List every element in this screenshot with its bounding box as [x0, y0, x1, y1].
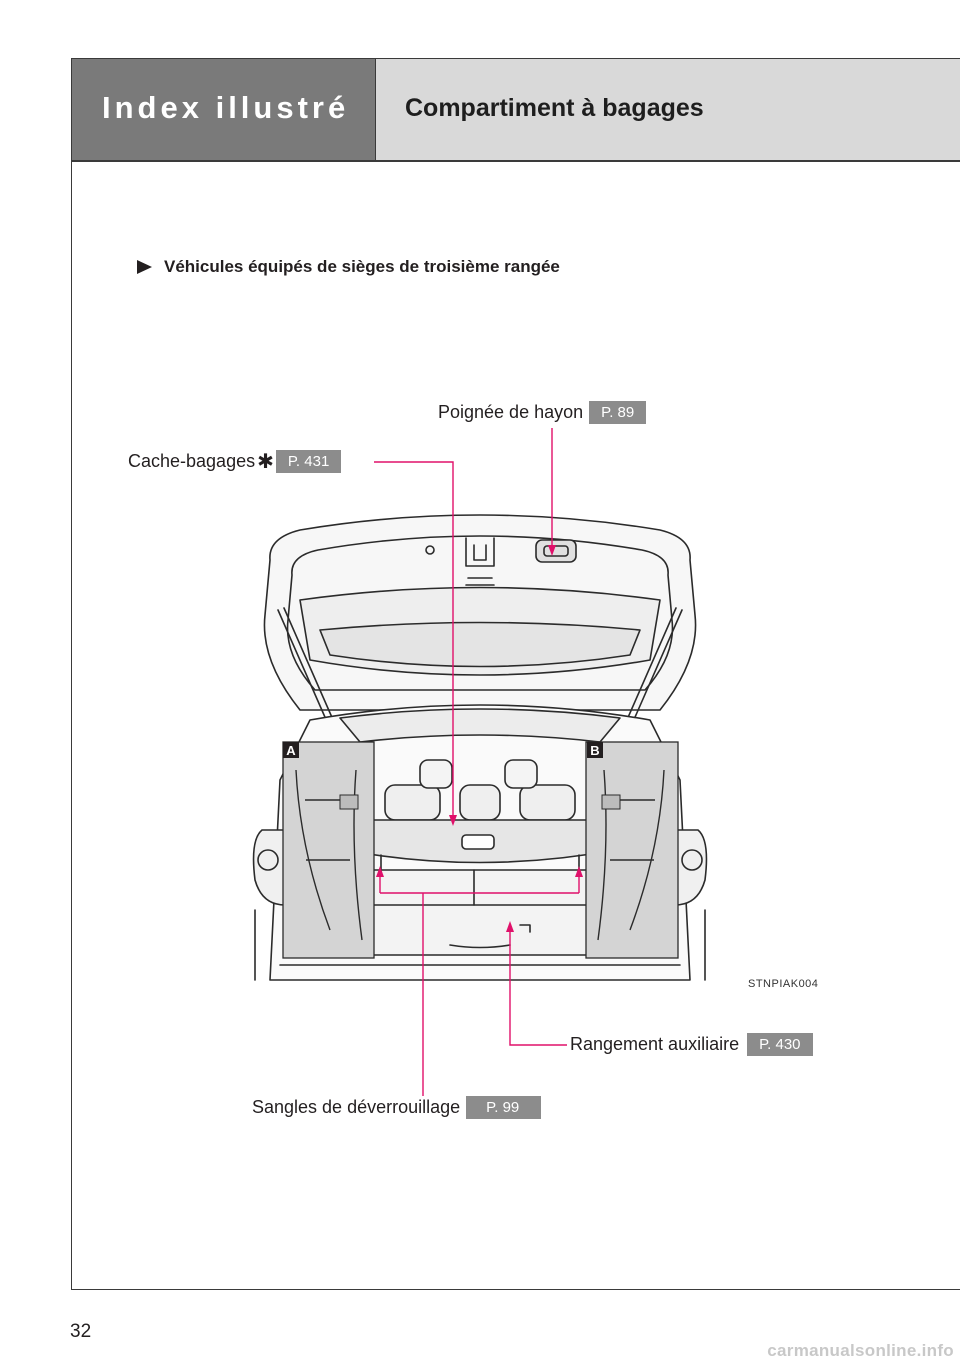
page-title: Compartiment à bagages: [405, 94, 704, 122]
callout-release-straps: Sangles de déverrouillage P. 99: [252, 1096, 542, 1119]
page-number: 32: [70, 1321, 92, 1342]
page-ref-tailgate-handle[interactable]: P. 89: [589, 401, 647, 424]
asterisk-marker-icon: ✱: [257, 451, 274, 473]
page-frame: [71, 58, 960, 1290]
section-tab-label: Index illustré: [102, 90, 350, 125]
inset-label-b: B: [590, 743, 599, 758]
callout-tailgate-handle: Poignée de hayon P. 89: [438, 401, 647, 424]
page-title-bar: Compartiment à bagages: [376, 59, 960, 161]
callout-tailgate-handle-label: Poignée de hayon: [438, 402, 584, 422]
triangle-bullet-icon: [137, 260, 152, 274]
inset-b: [585, 741, 679, 959]
section-heading: Véhicules équipés de sièges de troisième…: [137, 257, 560, 277]
figure-code: STNPIAK004: [748, 978, 819, 990]
section-tab: Index illustré: [72, 59, 376, 161]
callout-tonneau-cover-label: Cache-bagages: [128, 451, 256, 471]
leader-line-tonneau: [374, 461, 454, 818]
section-heading-text: Véhicules équipés de sièges de troisième…: [164, 257, 560, 276]
header-divider: [72, 160, 960, 162]
page-ref-aux-storage[interactable]: P. 430: [747, 1033, 813, 1056]
callout-aux-storage-label: Rangement auxiliaire: [570, 1034, 740, 1054]
vehicle-drawing: [252, 514, 708, 981]
callout-aux-storage: Rangement auxiliaire P. 430: [570, 1033, 813, 1056]
watermark: carmanualsonline.info: [767, 1341, 954, 1360]
callout-tonneau-cover: Cache-bagages ✱ P. 431: [128, 449, 342, 474]
leader-arrowheads: [376, 545, 583, 932]
page-ref-tonneau-cover[interactable]: P. 431: [275, 450, 342, 473]
page-ref-release-straps[interactable]: P. 99: [466, 1096, 542, 1119]
leader-line-storage: [509, 928, 567, 1046]
callout-release-straps-label: Sangles de déverrouillage: [252, 1097, 461, 1117]
inset-label-a: A: [286, 743, 296, 758]
inset-a: [282, 741, 375, 959]
